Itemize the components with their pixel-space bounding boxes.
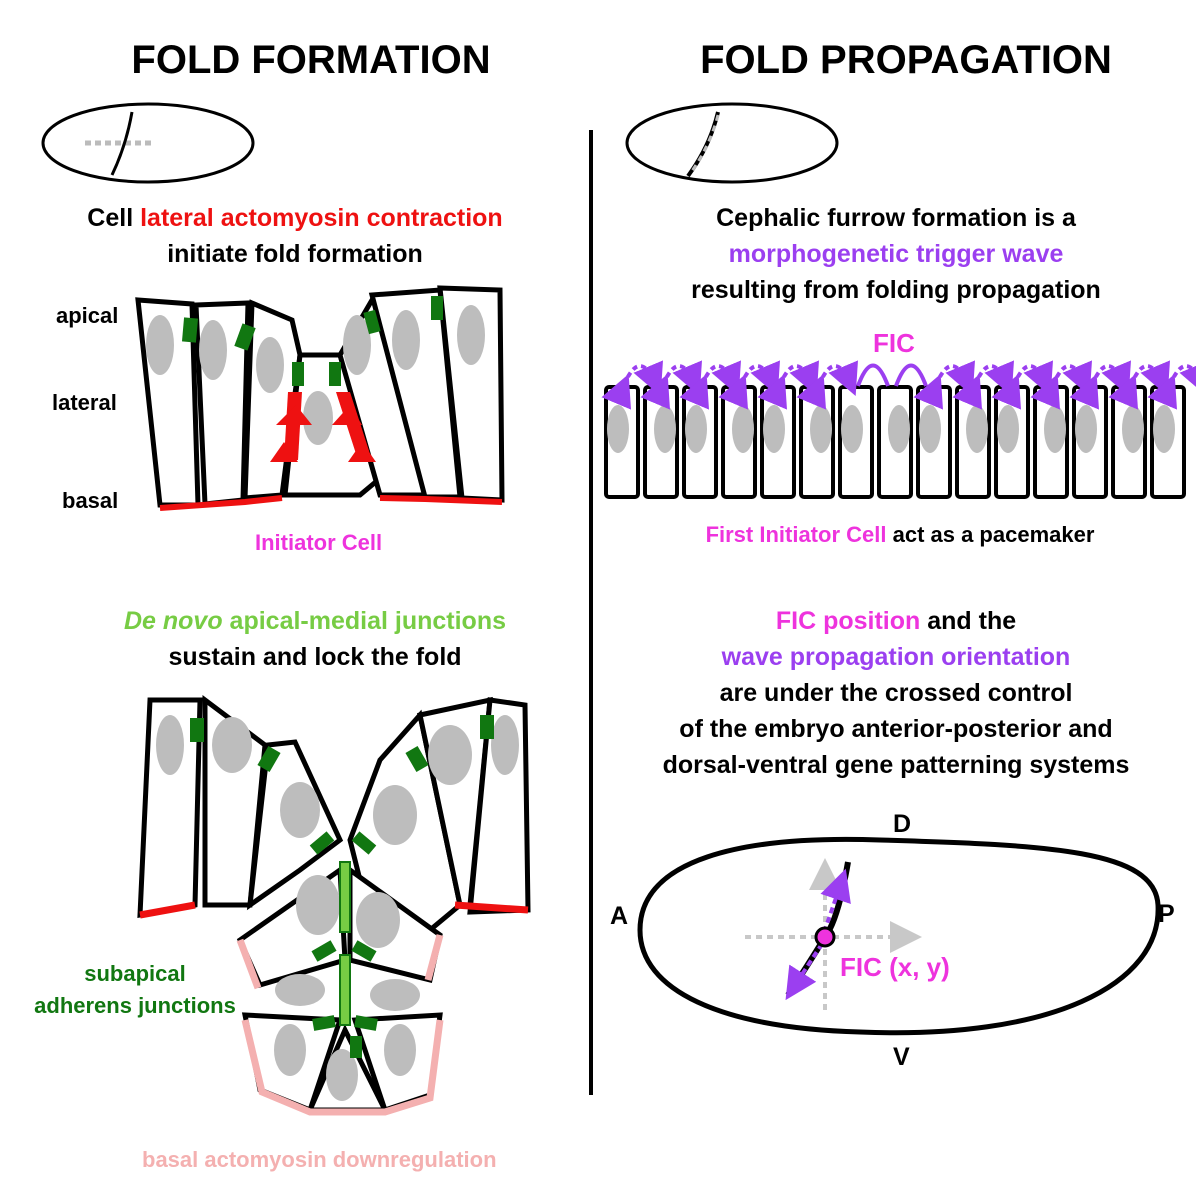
crossed-line-3: dorsal-ventral gene patterning systems (662, 751, 1130, 779)
label-lateral: lateral (52, 390, 117, 415)
left-intro-lateral-actomyosin: lateral actomyosin contraction (140, 204, 503, 232)
wave-nucleus (1153, 405, 1175, 453)
de-novo-rest: apical-medial junctions (222, 607, 507, 635)
label-initiator-cell: Initiator Cell (255, 530, 383, 555)
fic-position-line: FIC position and the (596, 603, 1196, 639)
crossed-line-1: are under the crossed control (719, 679, 1073, 707)
sustain-line: sustain and lock the fold (168, 643, 462, 671)
wave-dotted-arrow (601, 360, 663, 410)
wave-nucleus (607, 405, 629, 453)
first-ic-rest: act as a pacemaker (886, 522, 1095, 547)
locked-fold-nuclei (156, 715, 519, 1101)
label-subapical-2: adherens junctions (34, 993, 236, 1018)
wave-dotted-arrow (1108, 360, 1170, 410)
wave-dotted-arrow (1030, 360, 1092, 410)
fic-solid-arcs (856, 363, 928, 387)
de-novo-line: De novo apical-medial junctions (0, 603, 630, 639)
label-basal-downregulation: basal actomyosin downregulation (142, 1147, 497, 1172)
label-basal: basal (62, 488, 119, 513)
wave-dotted-arrow (991, 360, 1053, 410)
wave-dotted-arrow (757, 360, 819, 410)
wave-nucleus (763, 405, 785, 453)
right-intro-line1: Cephalic furrow formation is a (716, 204, 1076, 232)
wave-orientation-line: wave propagation orientation (721, 643, 1071, 671)
axis-label-d: D (893, 810, 912, 838)
wave-nucleus (1075, 405, 1097, 453)
fold-formation-nuclei (146, 305, 485, 445)
left-intro-line1: Cell lateral actomyosin contraction (0, 200, 590, 236)
wave-nucleus (966, 405, 988, 453)
wave-nucleus (997, 405, 1019, 453)
wave-nucleus (1044, 405, 1066, 453)
trigger-wave-arrows (601, 360, 1196, 410)
wave-dotted-arrow (640, 360, 702, 410)
wave-nucleus (654, 405, 676, 453)
locked-basal-red (139, 901, 529, 919)
wave-nucleus (732, 405, 754, 453)
wave-nucleus (1122, 405, 1144, 453)
basal-downregulation-pink (236, 934, 444, 1116)
fic-position-rest: and the (920, 607, 1017, 635)
crossed-line-2: of the embryo anterior-posterior and (679, 715, 1113, 743)
fic-position-label: FIC position (775, 607, 921, 635)
fic-point-marker (814, 926, 836, 948)
wave-dotted-arrow (718, 360, 780, 410)
wave-dotted-arrow (1069, 360, 1131, 410)
wave-nucleus (685, 405, 707, 453)
trigger-wave-nuclei (607, 405, 1175, 453)
label-subapical-1: subapical (84, 961, 186, 986)
label-apical: apical (56, 303, 119, 328)
wave-nucleus (810, 405, 832, 453)
initiator-cell-contraction-arrows (270, 392, 376, 462)
label-fic-xy: FIC (x, y) (840, 952, 950, 982)
embryo-large (637, 836, 1161, 1036)
left-title: FOLD FORMATION (131, 38, 491, 82)
axis-label-p: P (1158, 900, 1175, 928)
cephalic-furrow-line (785, 861, 851, 997)
wave-nucleus (888, 405, 910, 453)
wave-dotted-arrow (913, 360, 975, 410)
left-intro-cell: Cell (87, 204, 141, 232)
wave-dotted-arrow (679, 360, 741, 410)
axis-label-v: V (893, 1043, 910, 1071)
embryo-icon-left (41, 102, 255, 184)
basal-actomyosin-red (159, 495, 503, 511)
label-fic: FIC (873, 328, 915, 358)
wave-nucleus (841, 405, 863, 453)
first-ic-label: First Initiator Cell (705, 522, 887, 547)
right-intro-line2: morphogenetic trigger wave (728, 240, 1064, 268)
axis-label-a: A (610, 902, 629, 930)
right-intro-line3: resulting from folding propagation (691, 276, 1101, 304)
wave-dotted-arrow (952, 360, 1014, 410)
wave-nucleus (919, 405, 941, 453)
wave-dotted-arrow (796, 360, 858, 410)
fold-formation-junctions (181, 296, 443, 386)
locked-fold-junctions (190, 715, 494, 1058)
de-novo-italic: De novo (123, 607, 223, 635)
right-title: FOLD PROPAGATION (700, 38, 1112, 82)
embryo-icon-right (625, 102, 839, 184)
first-ic-line: First Initiator Cell act as a pacemaker (600, 522, 1196, 548)
wave-dotted-arrow (1147, 360, 1196, 410)
apical-medial-junctions (339, 861, 351, 1026)
left-intro-line2: initiate fold formation (167, 240, 423, 268)
